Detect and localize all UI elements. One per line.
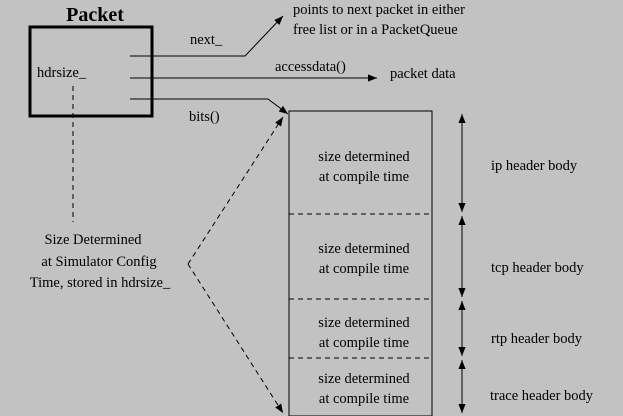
bits-label: bits() — [189, 109, 220, 125]
config-note-line1: Size Determined — [44, 232, 142, 248]
packet-data-label: packet data — [390, 66, 456, 82]
config-note-line2: at Simulator Config — [41, 254, 156, 270]
accessdata-label: accessdata() — [275, 59, 346, 75]
packet-box — [28, 25, 154, 118]
tcp-header-size-line2: at compile time — [319, 261, 409, 277]
rtp-header-name: rtp header body — [491, 331, 583, 347]
rtp-header-size-line1: size determined — [318, 315, 410, 331]
config-to-bottom-dashed-arrow — [187, 263, 284, 414]
next-label: next_ — [190, 32, 223, 48]
tcp-header-size-line1: size determined — [318, 241, 410, 257]
next-note-line1: points to next packet in either — [293, 2, 465, 18]
ip-header-size-line1: size determined — [318, 149, 410, 165]
config-note-line3: Time, stored in hdrsize_ — [30, 275, 171, 291]
packet-field-hdrsize: hdrsize_ — [37, 65, 87, 81]
trace-header-size-line1: size determined — [318, 371, 410, 387]
trace-header-size-line2: at compile time — [319, 391, 409, 407]
rtp-header-size-line2: at compile time — [319, 335, 409, 351]
trace-header-name: trace header body — [490, 388, 594, 404]
bits-arrow — [152, 98, 289, 115]
header-stack-box — [288, 110, 433, 416]
next-pointer-arrow — [152, 15, 284, 57]
ip-header-size-line2: at compile time — [319, 169, 409, 185]
config-to-top-dashed-arrow — [187, 116, 284, 265]
tcp-header-name: tcp header body — [491, 260, 584, 276]
ip-header-name: ip header body — [491, 158, 578, 174]
next-note-line2: free list or in a PacketQueue — [293, 22, 458, 38]
packet-title: Packet — [66, 4, 124, 26]
